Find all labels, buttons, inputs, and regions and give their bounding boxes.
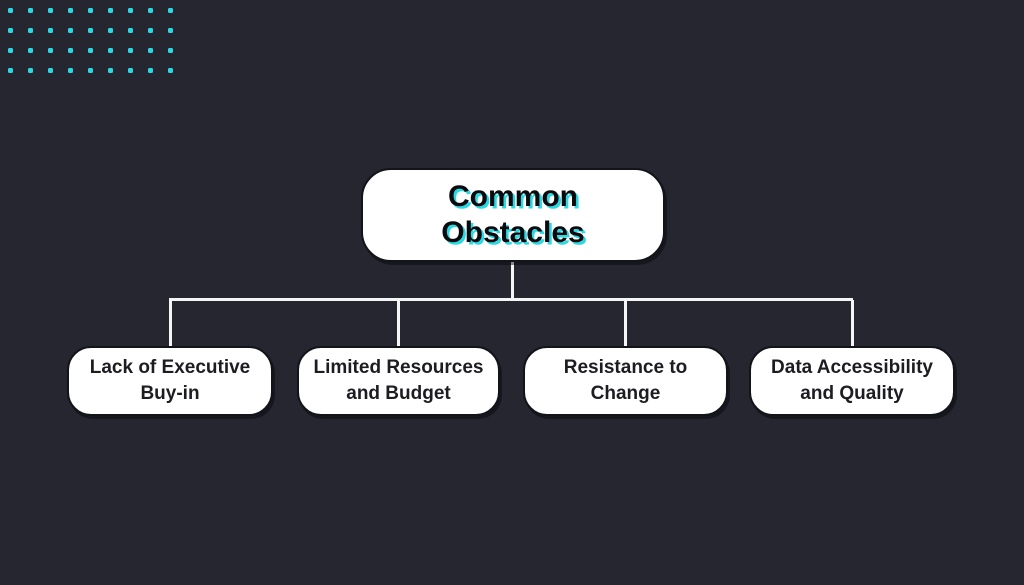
decor-dot (68, 28, 73, 33)
decor-dot (108, 48, 113, 53)
connector-stub-child-1 (169, 300, 172, 346)
decor-dot (148, 48, 153, 53)
connector-stub-child-4 (851, 300, 854, 346)
node-data-accessibility-and-quality: Data Accessibility and Quality (749, 346, 955, 416)
child-node-label: Resistance to Change (563, 357, 688, 404)
decor-dot (148, 68, 153, 73)
decor-dot (128, 8, 133, 13)
decor-dot (168, 68, 173, 73)
node-common-obstacles: Common Obstacles (361, 168, 665, 262)
decor-dot (88, 8, 93, 13)
node-resistance-to-change: Resistance to Change (523, 346, 728, 416)
decor-dot (148, 28, 153, 33)
node-limited-resources-and-budget: Limited Resources and Budget (297, 346, 500, 416)
dot-grid-decoration (8, 8, 173, 73)
decor-dot (28, 48, 33, 53)
decor-dot (68, 8, 73, 13)
decor-dot (8, 28, 13, 33)
decor-dot (88, 28, 93, 33)
decor-dot (8, 48, 13, 53)
decor-dot (128, 68, 133, 73)
decor-dot (48, 48, 53, 53)
decor-dot (68, 68, 73, 73)
root-node-label: Common Obstacles (441, 180, 585, 249)
decor-dot (8, 68, 13, 73)
connector-root-stub (511, 262, 514, 299)
decor-dot (148, 8, 153, 13)
decor-dot (108, 28, 113, 33)
decor-dot (88, 48, 93, 53)
decor-dot (48, 28, 53, 33)
decor-dot (168, 8, 173, 13)
connector-stub-child-2 (397, 300, 400, 346)
connector-stub-child-3 (624, 300, 627, 346)
decor-dot (48, 8, 53, 13)
decor-dot (28, 28, 33, 33)
decor-dot (108, 8, 113, 13)
decor-dot (108, 68, 113, 73)
decor-dot (168, 48, 173, 53)
decor-dot (168, 28, 173, 33)
decor-dot (128, 28, 133, 33)
connector-horizontal-rail (169, 298, 853, 301)
decor-dot (8, 8, 13, 13)
decor-dot (128, 48, 133, 53)
decor-dot (48, 68, 53, 73)
child-node-label: Data Accessibility and Quality (771, 357, 933, 404)
child-node-label: Limited Resources and Budget (313, 357, 484, 404)
node-lack-of-executive-buy-in: Lack of Executive Buy-in (67, 346, 273, 416)
decor-dot (28, 8, 33, 13)
decor-dot (68, 48, 73, 53)
decor-dot (88, 68, 93, 73)
decor-dot (28, 68, 33, 73)
child-node-label: Lack of Executive Buy-in (89, 357, 251, 404)
